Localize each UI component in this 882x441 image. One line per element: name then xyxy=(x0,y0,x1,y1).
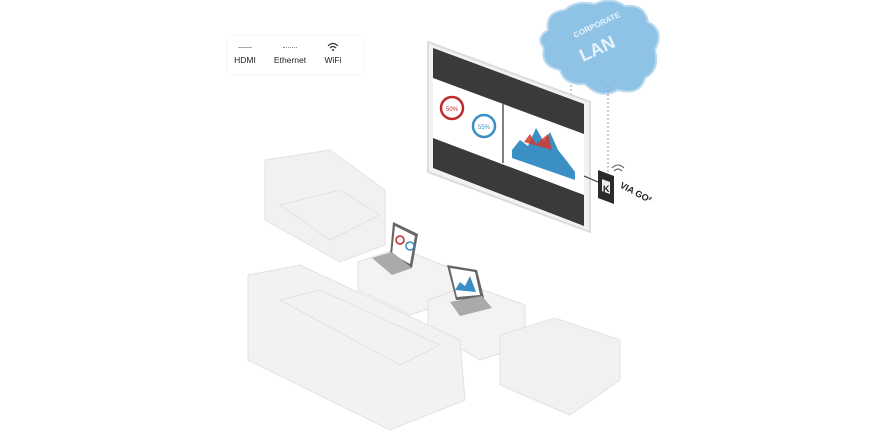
legend-wifi: WiFi xyxy=(318,42,348,65)
gauge-left xyxy=(439,95,465,121)
wifi-icon xyxy=(327,42,339,51)
wall-display: 50% 55% xyxy=(427,40,591,234)
armchair-back-left xyxy=(264,149,386,263)
legend-ethernet: Ethernet xyxy=(268,42,312,65)
laptop-2 xyxy=(447,265,492,316)
sofa xyxy=(247,264,466,431)
armchair-front-right xyxy=(499,317,621,416)
svg-text:55%: 55% xyxy=(478,125,491,131)
corporate-lan-cloud: CORPORATE LAN xyxy=(539,0,660,95)
connection-legend: HDMI Ethernet WiFi xyxy=(228,36,363,74)
laptop-1 xyxy=(372,222,418,275)
legend-hdmi: HDMI xyxy=(230,42,260,65)
kramer-logo: K xyxy=(603,184,610,194)
gauge-right xyxy=(471,113,497,139)
svg-text:50%: 50% xyxy=(446,107,459,113)
area-chart xyxy=(512,128,575,180)
ethernet-dotted-line-icon xyxy=(283,46,297,48)
hdmi-line-icon xyxy=(238,46,252,48)
via-go-device: K xyxy=(598,164,625,204)
